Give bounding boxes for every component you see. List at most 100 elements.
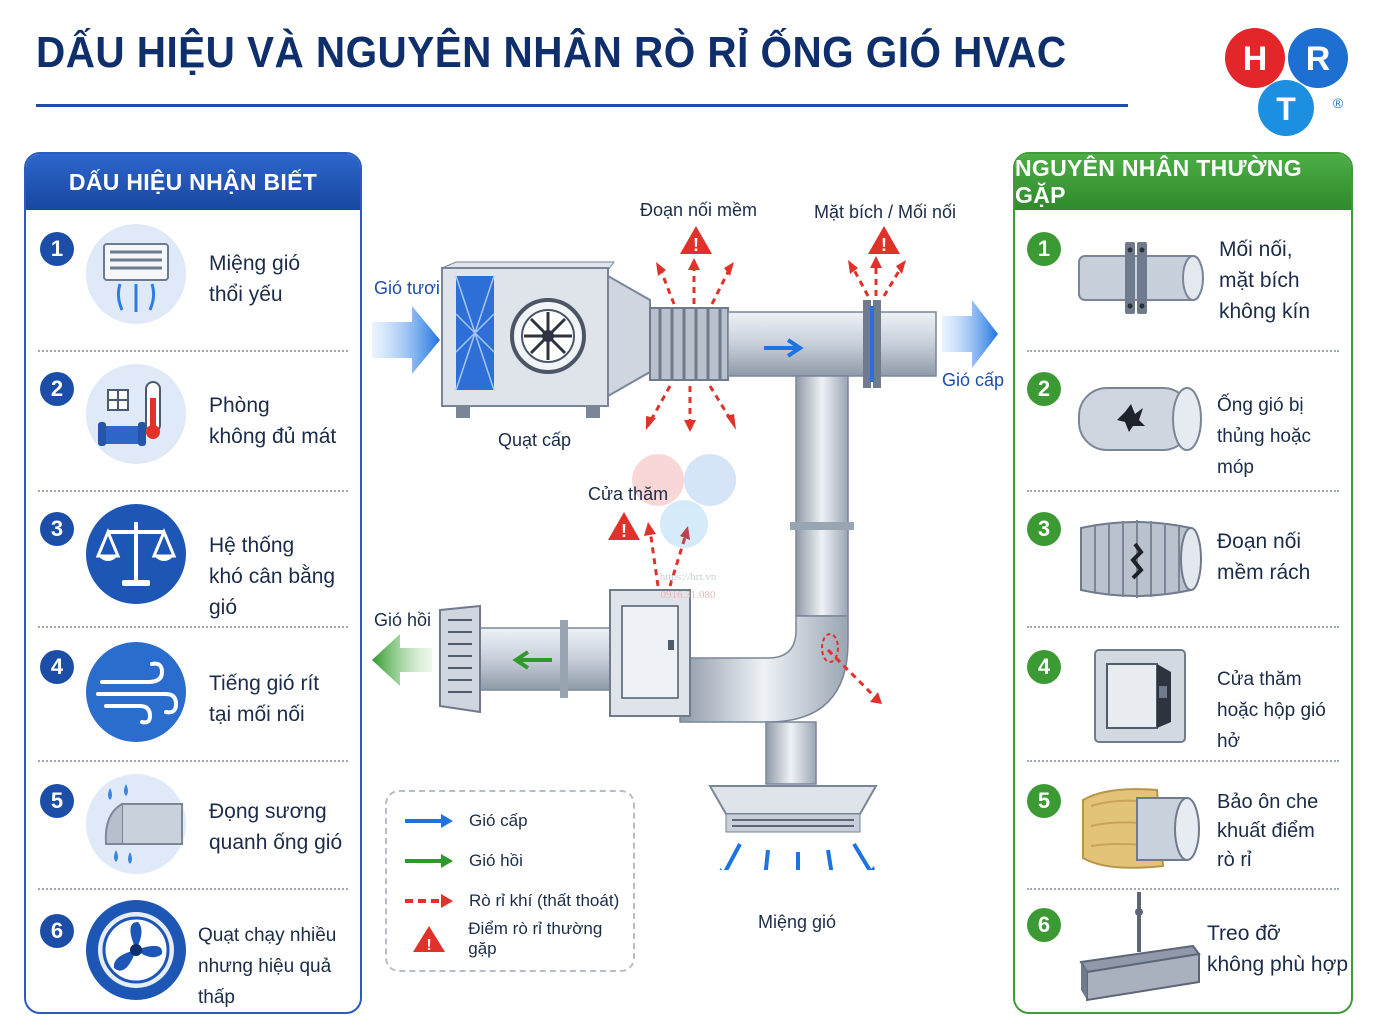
item-number: 1 — [40, 232, 74, 266]
cause-text: Cửa thăm hoặc hộp gió hở — [1217, 669, 1326, 752]
logo-letter-r: R — [1306, 40, 1331, 78]
supply-air-label: Gió cấp — [942, 370, 1005, 390]
red-dashed-arrow-icon — [405, 894, 453, 908]
item-number: 1 — [1027, 232, 1061, 266]
cause-item-punctured: 2 Ống gió bị thủng hoặc móp — [1015, 354, 1351, 490]
cause-item-hanger: 6 Treo đỡ không phù hợp — [1015, 892, 1351, 1010]
logo-letter-h: H — [1243, 40, 1268, 78]
sign-text: Quạt chạy nhiều nhưng hiệu quả thấp — [198, 925, 337, 1008]
legend-return: Gió hồi — [403, 846, 523, 876]
legend: Gió cấp Gió hồi Rò rỉ khí (thất thoát) !… — [385, 790, 635, 972]
cause-text: Treo đỡ không phù hợp — [1207, 922, 1349, 976]
warning-icon: ! — [413, 926, 445, 954]
watermark-logo — [632, 454, 736, 548]
divider — [1027, 626, 1339, 628]
registered-mark: ® — [1333, 95, 1344, 111]
sign-item-whistling: 4 Tiếng gió rít tại mối nối — [26, 632, 360, 768]
cause-item-insulation: 5 Bảo ôn che khuất điểm rò rỉ — [1015, 764, 1351, 894]
sign-item-fan-inefficient: 6 Quạt chạy nhiều nhưng hiệu quả thấp — [26, 892, 360, 1010]
divider — [38, 760, 348, 762]
item-number: 2 — [40, 372, 74, 406]
weak-vent-icon — [86, 224, 186, 324]
signs-panel-heading: DẤU HIỆU NHẬN BIẾT — [26, 154, 360, 210]
warning-icon: ! — [680, 226, 712, 255]
item-number: 4 — [40, 650, 74, 684]
ceiling-diffuser — [708, 785, 878, 833]
sign-text: Phòng không đủ mát — [209, 394, 337, 448]
hrt-logo: H R T ® — [1225, 28, 1348, 136]
causes-panel: NGUYÊN NHÂN THƯỜNG GẶP 1 Mối nối, mặt bí… — [1013, 152, 1353, 1014]
title-underline — [36, 104, 1128, 107]
return-flow-arrow — [512, 650, 552, 670]
logo-letter-t: T — [1276, 91, 1296, 127]
divider — [1027, 490, 1339, 492]
balance-scale-icon — [86, 504, 186, 604]
legend-supply: Gió cấp — [403, 806, 528, 836]
item-number: 6 — [1027, 908, 1061, 942]
access-door-box — [609, 589, 691, 717]
item-number: 3 — [40, 512, 74, 546]
access-door-icon — [1094, 649, 1186, 743]
green-arrow-icon — [405, 854, 453, 868]
cause-item-torn-flex: 3 Đoạn nối mềm rách — [1015, 494, 1351, 630]
supply-flow-arrow — [764, 338, 804, 358]
item-number: 6 — [40, 914, 74, 948]
divider — [1027, 350, 1339, 352]
sign-item-room-not-cool: 2 Phòng không đủ mát — [26, 354, 360, 490]
torn-flex-duct-icon — [1080, 520, 1202, 598]
legend-return-text: Gió hồi — [469, 851, 523, 870]
causes-panel-heading: NGUYÊN NHÂN THƯỜNG GẶP — [1015, 154, 1351, 210]
watermark-phone: 0916.31.080 — [661, 589, 717, 601]
divider — [38, 490, 348, 492]
flange-label: Mặt bích / Mối nối — [814, 202, 957, 222]
fan-icon — [86, 900, 186, 1000]
supply-fan-label: Quạt cấp — [498, 430, 572, 450]
signs-panel: DẤU HIỆU NHẬN BIẾT 1 Miệng gió thổi yếu … — [24, 152, 362, 1014]
cause-item-access-door: 4 Cửa thăm hoặc hộp gió hở — [1015, 632, 1351, 768]
cause-text: Mối nối, mặt bích không kín — [1219, 238, 1311, 323]
blue-arrow-icon — [405, 814, 453, 828]
punctured-duct-icon — [1078, 387, 1202, 451]
svg-text:!: ! — [621, 521, 627, 541]
duct-system-diagram: ! ! ! https://hrt.vn 0916.31.080 — [372, 226, 998, 870]
svg-text:!: ! — [426, 937, 431, 954]
condensation-icon — [86, 774, 186, 874]
flexible-connector — [649, 307, 729, 381]
legend-leak: Rò rỉ khí (thất thoát) — [403, 886, 619, 916]
supply-duct — [727, 311, 937, 377]
sign-text: Hệ thống khó cân bằng gió — [209, 534, 336, 619]
item-number: 4 — [1027, 650, 1061, 684]
return-grille — [439, 604, 481, 714]
legend-leak-text: Rò rỉ khí (thất thoát) — [469, 891, 620, 910]
item-number: 5 — [1027, 784, 1061, 818]
warning-icon: ! — [868, 226, 900, 255]
warm-room-icon — [86, 364, 186, 464]
supply-air-arrow — [942, 300, 998, 368]
item-number: 2 — [1027, 372, 1061, 406]
sign-text: Đọng sương quanh ống gió — [209, 800, 343, 854]
divider — [38, 888, 348, 890]
fresh-air-arrow — [372, 306, 440, 374]
wind-icon — [86, 642, 186, 742]
access-door-label: Cửa thăm — [588, 484, 669, 504]
supply-fan-unit — [441, 261, 651, 418]
cause-text: Đoạn nối mềm rách — [1217, 530, 1311, 584]
return-air-arrow — [372, 634, 432, 686]
page-title: DẤU HIỆU VÀ NGUYÊN NHÂN RÒ RỈ ỐNG GIÓ HV… — [36, 28, 1067, 77]
item-number: 5 — [40, 784, 74, 818]
sign-item-condensation: 5 Đọng sương quanh ống gió — [26, 764, 360, 884]
sign-text: Tiếng gió rít tại mối nối — [209, 672, 320, 726]
legend-supply-text: Gió cấp — [469, 811, 528, 830]
watermark-site: https://hrt.vn — [660, 571, 717, 583]
sign-item-weak-airflow: 1 Miệng gió thổi yếu — [26, 212, 360, 348]
diffuser-label: Miệng gió — [758, 912, 837, 932]
cause-text: Bảo ôn che khuất điểm rò rỉ — [1217, 791, 1319, 871]
flange-joint-icon — [1078, 242, 1204, 314]
diffuser-airflow-arrows — [723, 842, 872, 870]
sign-item-hard-balance: 3 Hệ thống khó cân bằng gió — [26, 494, 360, 630]
item-number: 3 — [1027, 512, 1061, 546]
svg-text:!: ! — [881, 235, 887, 255]
divider — [1027, 888, 1339, 890]
legend-point: ! Điểm rò rỉ thường gặp — [403, 919, 633, 958]
legend-point-text: Điểm rò rỉ thường gặp — [468, 919, 603, 958]
